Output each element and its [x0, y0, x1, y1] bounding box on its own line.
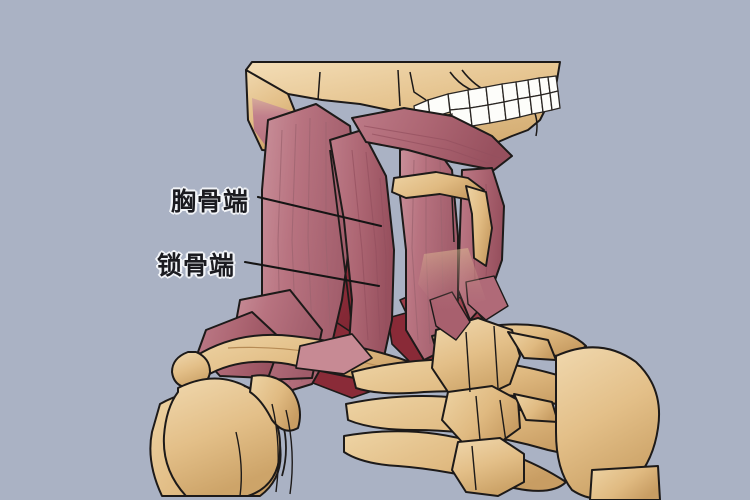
leader-line-clavicular-end [243, 260, 381, 288]
mandible-coronoid-line [317, 71, 321, 101]
vertebra-detail-lines [465, 325, 507, 491]
digastric-muscle [351, 107, 513, 171]
vertebra-body-3 [451, 437, 525, 497]
hyoid-group [391, 171, 493, 267]
muscle-fade-right [418, 248, 486, 312]
digastric-striations [363, 125, 501, 167]
leader-lines [243, 195, 383, 288]
shoulder-bone-group [149, 317, 661, 500]
scapula-detail-lines [235, 403, 293, 497]
thyroid-cartilage-edge [451, 195, 455, 243]
mandible-notch-line [409, 71, 427, 101]
scm-clavicular-striations [351, 149, 387, 341]
hyoid-greater-horn [465, 185, 493, 267]
leader-line-sternal-end [256, 195, 383, 228]
scm-tendon-over-clavicle [295, 333, 373, 375]
humeral-head-right [555, 346, 660, 500]
foreground-muscle-strands [295, 248, 509, 375]
humeral-head-left [162, 377, 282, 497]
mandible-ramus-line [397, 69, 401, 107]
humeral-shaft-right [589, 465, 661, 500]
